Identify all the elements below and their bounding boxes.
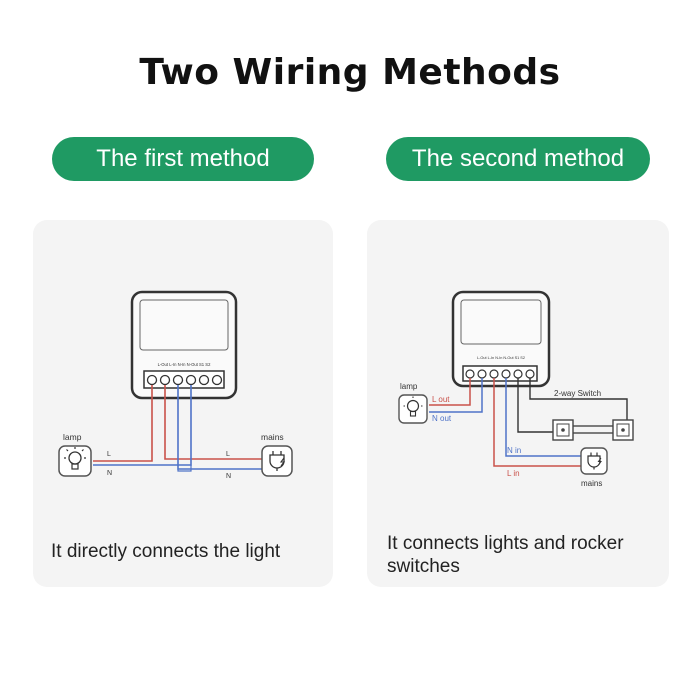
second-method-card: L-Out L-In N-In N-Out S1 S2 L out N out … [367,220,669,587]
second-wiring-diagram: L-Out L-In N-In N-Out S1 S2 L out N out … [398,290,634,488]
wire-switch-link [573,425,613,434]
first-l-left-label: L [107,451,111,458]
plug-icon [261,445,293,477]
module-screen [139,299,229,351]
first-method-description: It directly connects the light [51,541,281,562]
wire-n-in [505,378,581,457]
wire-s1 [517,378,565,433]
wire-l-in [493,378,581,467]
page-title: Two Wiring Methods [139,52,561,93]
second-mains-label: mains [581,479,602,488]
plug-icon [580,447,608,475]
first-method-card: L-Out L-In N-In N-Out S1 S2 L N L N lamp… [33,220,333,587]
module-terminal-labels: L-Out L-In N-In N-Out S1 S2 [158,362,211,367]
first-lamp-label: lamp [63,432,82,442]
second-method-badge: The second method [386,137,650,181]
wire-l-in [164,385,263,460]
switch-label: 2-way Switch [554,389,601,398]
l-out-label: L out [432,395,450,404]
wire-l-out [93,385,153,462]
wire-s2 [529,378,628,423]
module-terminal-labels: L-Out L-In N-In N-Out S1 S2 [477,356,525,360]
second-method-description: It connects lights and rocker switches [387,533,624,577]
lamp-icon [398,394,428,424]
rocker-switch-icon [612,419,634,441]
rocker-switch-icon [552,419,574,441]
first-n-left-label: N [107,470,112,477]
terminal-screws [465,369,535,379]
module-screen [460,299,542,345]
first-method-label: The first method [96,145,270,172]
wire-n-bridge [177,465,192,472]
wire-l-out [429,378,471,406]
switch-module [451,290,551,388]
wire-n-out [429,378,483,413]
first-method-badge: The first method [52,137,314,181]
first-n-right-label: N [226,473,231,480]
first-mains-label: mains [261,432,284,442]
n-in-label: N in [507,446,521,455]
second-lamp-label: lamp [400,382,418,391]
lamp-icon [58,445,92,477]
first-wiring-diagram: L-Out L-In N-In N-Out S1 S2 L N L N lamp… [58,290,293,480]
first-l-right-label: L [226,451,230,458]
n-out-label: N out [432,414,452,423]
terminal-screws [146,374,223,386]
second-method-label: The second method [411,145,625,172]
l-in-label: L in [507,469,520,478]
